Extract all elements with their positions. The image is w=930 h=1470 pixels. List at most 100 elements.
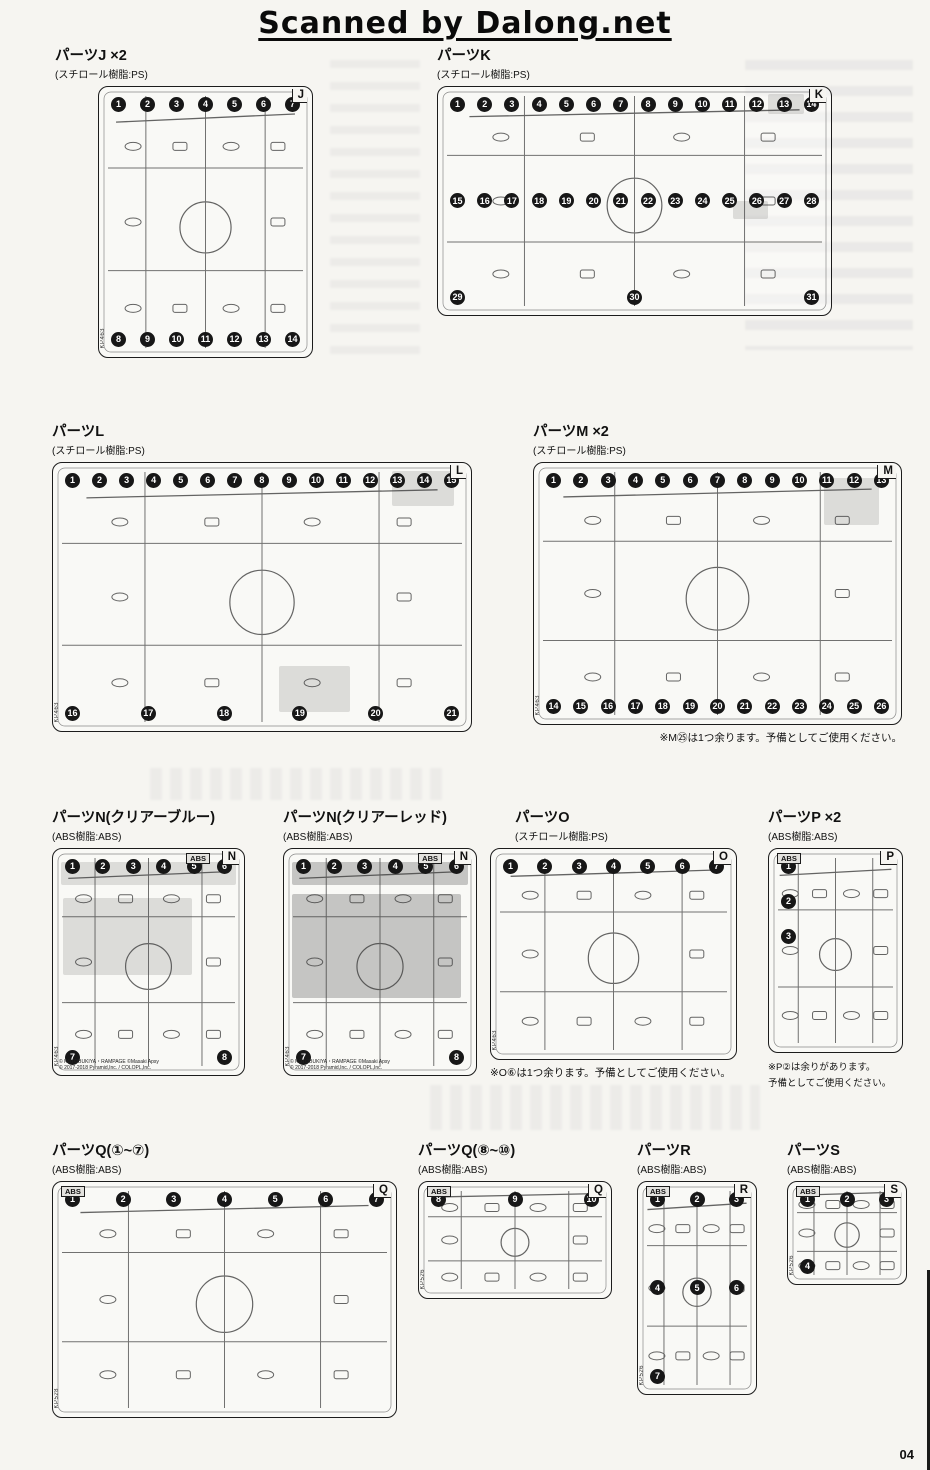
runner-letter: J bbox=[291, 88, 307, 103]
part-number-circle: 14 bbox=[285, 331, 300, 347]
part-number-circle: 19 bbox=[558, 193, 574, 209]
panel-title: パーツN(クリアーレッド) bbox=[283, 810, 447, 826]
scan-showthrough bbox=[430, 1085, 760, 1130]
part-number-circle: 6 bbox=[729, 1280, 744, 1296]
part-number-circle: 11 bbox=[335, 472, 351, 488]
mold-number: KP526 bbox=[789, 1255, 795, 1276]
part-number-circle: 6 bbox=[586, 96, 602, 112]
sprue-drawing bbox=[57, 467, 467, 727]
part-number-circle: 2 bbox=[689, 1191, 705, 1207]
runner-letter: Q bbox=[588, 1183, 606, 1198]
clear-part-shading bbox=[62, 898, 193, 976]
part-number-circle: 9 bbox=[507, 1191, 523, 1207]
scan-showthrough bbox=[150, 768, 450, 800]
part-number-circle: 28 bbox=[803, 193, 819, 209]
part-number-circle: 11 bbox=[198, 331, 213, 347]
panel-material: (スチロール樹脂:PS) bbox=[55, 69, 148, 81]
sprue-drawing bbox=[57, 853, 240, 1071]
part-number-circle: 22 bbox=[640, 193, 656, 209]
part-number-circle: 26 bbox=[749, 193, 765, 209]
runner-letter: N bbox=[453, 850, 471, 865]
sprue-drawing bbox=[442, 91, 827, 311]
part-number-circle: 4 bbox=[605, 858, 621, 874]
part-number-circle: 2 bbox=[95, 858, 111, 874]
part-number-circle: 5 bbox=[558, 96, 574, 112]
part-number-circle: 9 bbox=[667, 96, 683, 112]
spare-part-note: ※M㉕は1つ余ります。予備としてご使用ください。 bbox=[659, 731, 902, 744]
panel-material: (ABS樹脂:ABS) bbox=[52, 831, 122, 843]
panel-title: パーツL bbox=[52, 424, 105, 440]
part-number-circle: 9 bbox=[140, 331, 155, 347]
part-number-circle: 1 bbox=[546, 472, 561, 488]
part-number-circle: 7 bbox=[709, 472, 725, 488]
panel-material: (スチロール樹脂:PS) bbox=[437, 69, 530, 81]
part-number-circle: 12 bbox=[227, 331, 242, 347]
copyright-text: © KOTOBUKIYA・RAMPAGE ©Masaki Apsy © 2017… bbox=[290, 1059, 390, 1072]
scan-edge-artifact bbox=[927, 1270, 930, 1470]
page-number: 04 bbox=[899, 1447, 914, 1462]
part-number-circle: 7 bbox=[650, 1368, 665, 1384]
part-number-circle: 1 bbox=[450, 96, 465, 112]
part-number-circle: 4 bbox=[650, 1280, 665, 1296]
mold-number: KP463 bbox=[100, 328, 106, 349]
part-number-circle: 6 bbox=[256, 96, 271, 112]
panel-material: (スチロール樹脂:PS) bbox=[515, 831, 608, 843]
part-number-circle: 21 bbox=[613, 193, 629, 209]
part-number-circle: 8 bbox=[254, 472, 270, 488]
part-number-circle: 4 bbox=[156, 858, 172, 874]
part-number-circle: 8 bbox=[111, 331, 126, 347]
clear-part-shading bbox=[291, 893, 461, 998]
part-number-circle: 5 bbox=[640, 858, 656, 874]
part-number-circle: 4 bbox=[531, 96, 547, 112]
part-number-circle: 30 bbox=[627, 289, 642, 305]
part-number-circle: 15 bbox=[450, 193, 465, 209]
part-number-circle: 2 bbox=[477, 96, 493, 112]
panel-material: (スチロール樹脂:PS) bbox=[52, 445, 145, 457]
panel-material: (ABS樹脂:ABS) bbox=[283, 831, 353, 843]
part-number-circle: 26 bbox=[873, 698, 889, 714]
part-number-circle: 12 bbox=[749, 96, 765, 112]
sprue-drawing bbox=[773, 853, 898, 1048]
runner-letter: N bbox=[221, 850, 239, 865]
panel-title: パーツO bbox=[515, 810, 570, 826]
mold-number: KP463 bbox=[492, 1030, 498, 1051]
sprue-drawing bbox=[288, 853, 472, 1071]
part-number-circle: 2 bbox=[573, 472, 589, 488]
scan-watermark-title: Scanned by Dalong.net bbox=[258, 6, 672, 41]
part-number-circle: 2 bbox=[115, 1191, 131, 1207]
part-number-circle: 4 bbox=[216, 1191, 232, 1207]
part-number-circle: 4 bbox=[146, 472, 162, 488]
panel-title: パーツP ×2 bbox=[768, 810, 842, 826]
part-number-circle: 3 bbox=[781, 928, 796, 944]
abs-material-badge: ABS bbox=[427, 1185, 451, 1197]
part-number-circle: 1 bbox=[65, 472, 80, 488]
part-number-circle: 31 bbox=[804, 289, 819, 305]
part-number-circle: 18 bbox=[216, 705, 232, 721]
runner-letter: K bbox=[808, 88, 826, 103]
part-number-circle: 13 bbox=[776, 96, 792, 112]
part-number-circle: 1 bbox=[111, 96, 126, 112]
clear-part-shading bbox=[278, 666, 350, 712]
part-number-circle: 5 bbox=[689, 1280, 705, 1296]
part-number-circle: 7 bbox=[227, 472, 243, 488]
part-number-circle: 29 bbox=[450, 289, 465, 305]
part-number-circle: 5 bbox=[267, 1191, 283, 1207]
part-number-circle: 11 bbox=[819, 472, 835, 488]
part-number-circle: 16 bbox=[65, 705, 80, 721]
